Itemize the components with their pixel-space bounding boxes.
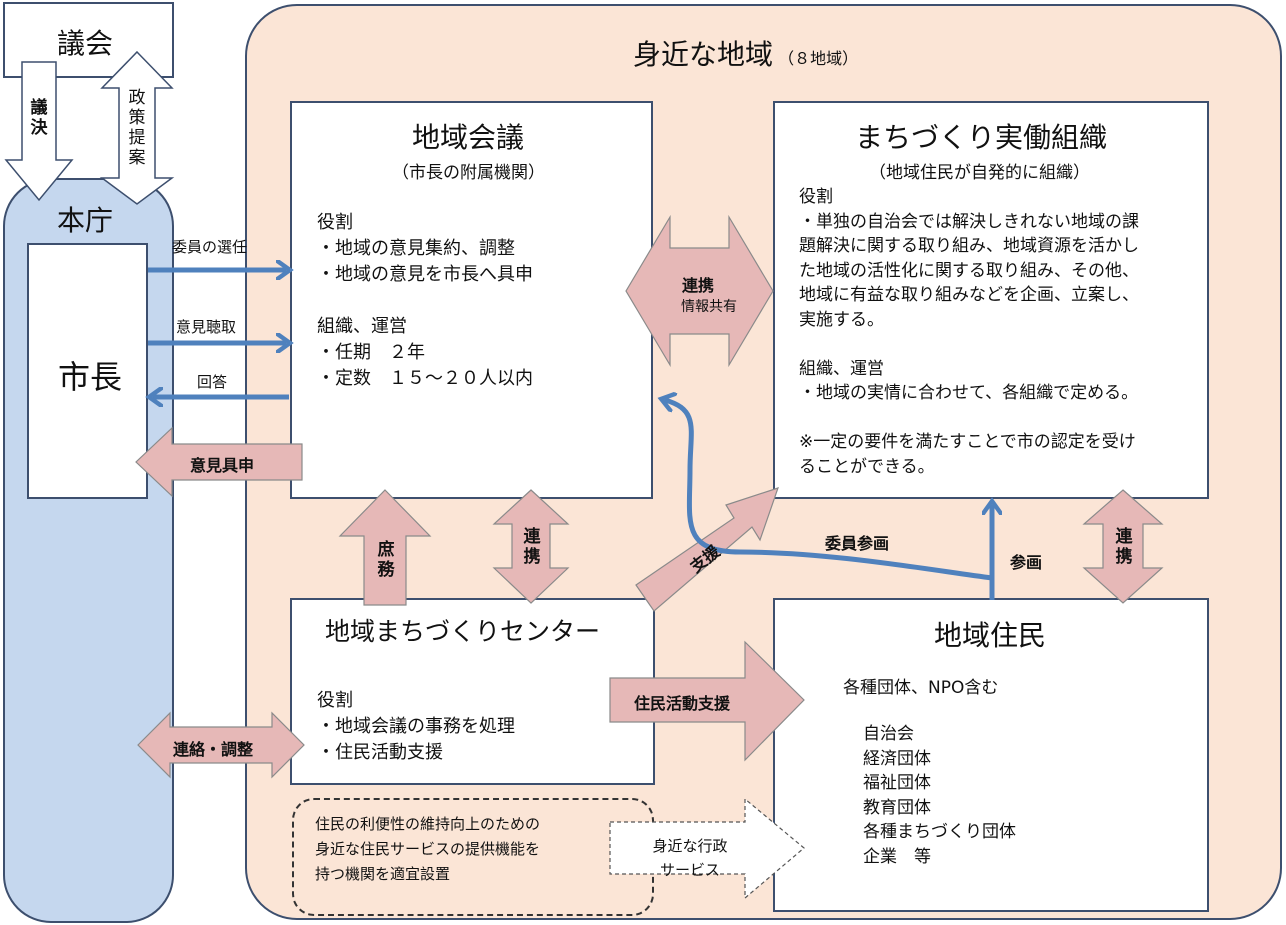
list-item: 自治会 (863, 724, 914, 744)
participation-label: 参画 (1010, 553, 1043, 572)
text-line: 身近な行政 (652, 837, 728, 855)
text-line: 役割 (317, 212, 353, 233)
text-line: ・任期 ２年 (317, 342, 425, 363)
regional-council-box (290, 101, 653, 499)
resident-support-label: 住民活動支援 (634, 694, 731, 713)
mayor-box (27, 243, 148, 499)
proposal-label: 政策提案 (128, 88, 146, 168)
region-title: 身近な地域 （８地域） (633, 33, 858, 73)
text-line: 地域に有益な取り組みなどを企画、立案し、 (799, 285, 1139, 305)
vote-arrow (4, 61, 74, 202)
mayor-label: 市長 (58, 358, 123, 396)
list-item: 各種まちづくり団体 (863, 822, 1016, 842)
regional-council-title: 地域会議 (412, 121, 525, 154)
opinion-label: 意見具申 (190, 456, 255, 475)
region-title-text: 身近な地域 (633, 38, 774, 71)
text-line: ・単独の自治会では解決しきれない地域の課 (799, 211, 1139, 232)
text-line: ・地域の意見を市長へ具申 (317, 264, 533, 285)
text-line: た地域の活性化に関する取り組み、その他、 (799, 260, 1139, 281)
hq-title: 本庁 (57, 204, 114, 237)
text-line (317, 288, 533, 314)
center-box (290, 598, 655, 785)
cooperate-arrow-left (492, 489, 570, 604)
cooperate-arrow-right (1082, 489, 1164, 604)
text-line: 題解決に関する取り組み、地域資源を活かし (799, 236, 1139, 256)
cooperate-main-arrow (625, 214, 774, 368)
text-line: ・住民活動支援 (317, 742, 443, 763)
list-item: 福祉団体 (863, 773, 931, 793)
center-body: 役割 ・地域会議の事務を処理 ・住民活動支援 (317, 688, 515, 766)
resident-support-arrow (609, 640, 805, 762)
list-item: 企業 等 (863, 846, 931, 867)
residents-groups: 自治会 経済団体 福祉団体 教育団体 各種まちづくり団体 企業 等 (863, 722, 1016, 869)
org-subtitle: （地域住民が自発的に組織） (869, 163, 1090, 183)
regional-council-body: 役割 ・地域の意見集約、調整 ・地域の意見を市長へ具申 組織、運営 ・任期 ２年… (317, 210, 533, 392)
org-box (773, 101, 1209, 499)
info-share-label: 情報共有 (681, 299, 737, 315)
region-count: （８地域） (778, 49, 859, 68)
council-title: 議会 (57, 27, 114, 60)
text-line: ※一定の要件を満たすことで市の認定を受け (799, 432, 1136, 452)
service-arrow (609, 797, 805, 900)
text-line: ・地域の実情に合わせて、各組織で定める。 (799, 383, 1139, 403)
vote-label: 議決 (30, 98, 48, 138)
text-line: 持つ機関を適宜設置 (315, 865, 451, 883)
text-line: 組織、運営 (799, 358, 884, 379)
residents-title: 地域住民 (934, 619, 1047, 652)
text-line: ・地域の意見集約、調整 (317, 238, 515, 259)
text-line: ることができる。 (799, 456, 935, 477)
org-title: まちづくり実働組織 (855, 121, 1108, 154)
text-line: 役割 (799, 187, 833, 207)
residents-intro: 各種団体、NPO含む (843, 678, 999, 698)
clerical-label: 庶務 (377, 540, 395, 580)
answer-label: 回答 (197, 373, 228, 391)
text-line: ・定数 １５～２０人以内 (317, 368, 533, 389)
org-body: 役割 ・単独の自治会では解決しきれない地域の課 題解決に関する取り組み、地域資源… (799, 185, 1139, 479)
residents-box (773, 598, 1209, 912)
text-line: 住民の利便性の維持向上のための (315, 815, 541, 833)
text-line: 組織、運営 (317, 316, 407, 337)
clerical-arrow (338, 489, 432, 606)
liaison-label: 連絡・調整 (173, 740, 254, 759)
appoint-label: 委員の選任 (172, 238, 248, 256)
text-line: ・地域会議の事務を処理 (317, 716, 515, 737)
text-line: 役割 (317, 690, 353, 711)
member-participation-label: 委員参画 (825, 534, 890, 553)
cooperate-label-left: 連携 (523, 527, 541, 567)
service-arrow-label: 身近な行政 サービス (640, 834, 740, 882)
service-note: 住民の利便性の維持向上のための 身近な住民サービスの提供機能を 持つ機関を適宜設… (315, 812, 540, 887)
liaison-arrow (137, 711, 305, 779)
hearing-label: 意見聴取 (176, 318, 237, 336)
text-line (799, 332, 1139, 357)
support-arrow (635, 487, 779, 612)
text-line: 実施する。 (799, 309, 884, 330)
opinion-arrow (135, 426, 303, 498)
cooperate-main-label: 連携 (682, 276, 715, 295)
member-participation-line (665, 400, 993, 581)
list-item: 経済団体 (863, 748, 931, 769)
list-item: 教育団体 (863, 797, 931, 818)
proposal-arrow (99, 50, 175, 205)
center-title: 地域まちづくりセンター (325, 617, 601, 646)
text-line: サービス (659, 861, 720, 879)
cooperate-label-right: 連携 (1115, 527, 1133, 567)
text-line: 身近な住民サービスの提供機能を (315, 840, 541, 858)
text-line (799, 406, 1139, 431)
regional-council-subtitle: （市長の附属機関） (392, 163, 545, 183)
